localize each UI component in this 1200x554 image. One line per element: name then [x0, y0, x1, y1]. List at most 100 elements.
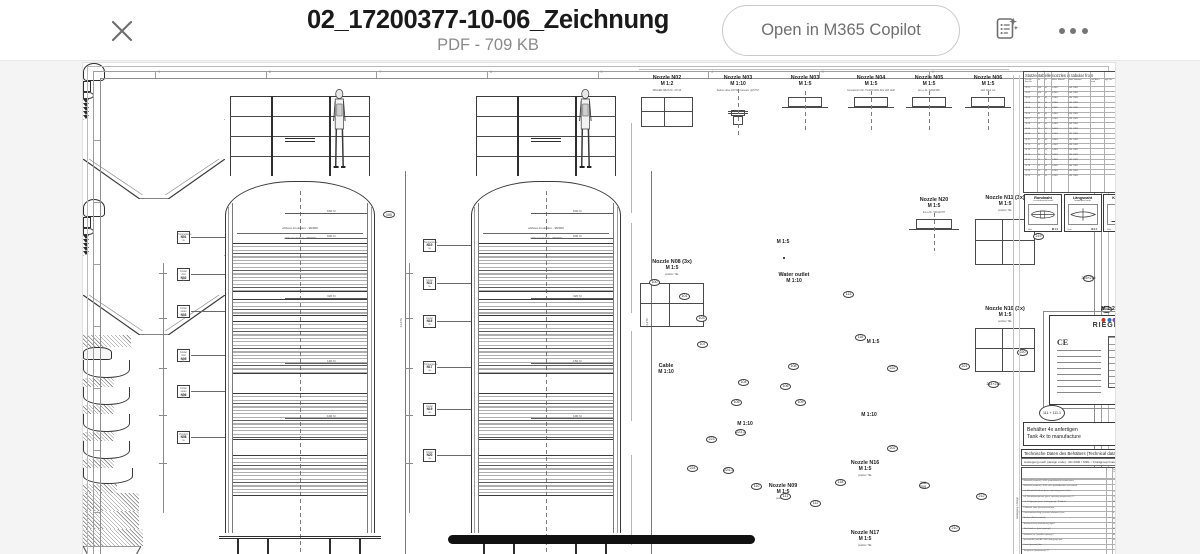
- line-v: [631, 455, 632, 545]
- line-h: [640, 302, 704, 304]
- more-options-button[interactable]: [1053, 12, 1093, 50]
- line-h: [479, 439, 613, 440]
- table-row-rule: [1022, 495, 1115, 497]
- line-h: [476, 136, 616, 137]
- open-in-m365-copilot-button[interactable]: Open in M365 Copilot: [722, 5, 960, 56]
- table-row-rule: [1024, 158, 1115, 160]
- line-h: [230, 156, 370, 157]
- nozzle-table-cell: 1.4301: [1051, 159, 1058, 162]
- nozzle-table-cell: 150: [1037, 86, 1042, 89]
- line-v: [664, 97, 666, 127]
- detail-note: RIEGER ABAS-Nr. 47714: [652, 88, 682, 92]
- detail-title: Nozzle N08 (3x): [652, 259, 692, 265]
- balloon-106: 106: [780, 383, 791, 390]
- line-v: [360, 538, 361, 554]
- table-col-rule: [1104, 72, 1105, 192]
- detail-scale: M 1:10: [861, 412, 877, 418]
- line-v: [367, 203, 368, 533]
- detail-title: Cable: [658, 363, 674, 369]
- horizontal-scrollbar[interactable]: [448, 535, 755, 544]
- nozzle-table-cell: N 07: [1025, 117, 1030, 120]
- table-row-rule: [1022, 527, 1115, 529]
- nozzle-table-cell: N 16: [1025, 154, 1030, 157]
- line-h: [405, 273, 413, 274]
- nozzle-table-cell: 1.4301: [1051, 102, 1058, 105]
- summarize-button[interactable]: [986, 12, 1026, 50]
- line-v: [359, 538, 360, 554]
- level-label-0: 630 hl: [327, 209, 336, 213]
- line-h: [405, 368, 413, 369]
- detail-scale: M 1:5: [998, 312, 1012, 319]
- line-h: [531, 298, 613, 299]
- box: [971, 97, 1005, 108]
- detail-scale: M 1:5: [981, 81, 995, 88]
- line-h: [437, 367, 471, 368]
- box: [912, 97, 946, 108]
- close-button[interactable]: [100, 14, 144, 48]
- detail-scale: M 1:5: [858, 536, 872, 543]
- line-h: [233, 315, 367, 316]
- line-h: [285, 213, 367, 214]
- balloon-218.1: 218.1: [1101, 306, 1112, 313]
- nozzle-table-cell: DIN 11851: [1068, 143, 1079, 146]
- line-h: [531, 138, 561, 139]
- line-h: [531, 363, 613, 364]
- line-h: [219, 536, 381, 537]
- nozzle-table-cell: 25: [1037, 159, 1040, 162]
- line-h: [233, 291, 367, 292]
- pdf-viewer-canvas[interactable]: 987654321 without insulation - Ø2900with…: [0, 61, 1200, 554]
- nozzle-table-column-header: Lage Pos.: [1104, 79, 1113, 81]
- line-v: [405, 171, 406, 554]
- nozzle-tag-N02: Cooler inletN02TEL: [177, 268, 190, 282]
- tech-row-label: Werkstoff (material) 1.4301 produktberüh…: [1023, 479, 1074, 482]
- line-v: [606, 538, 607, 554]
- tech-cell: Bier/Beer: [1113, 517, 1115, 520]
- ruler-tick: [708, 71, 710, 78]
- cooling-jacket-band: [479, 393, 613, 439]
- tech-row-label: zul. Betriebsüberdruck (perm. operating …: [1023, 490, 1072, 493]
- line-h: [479, 315, 613, 316]
- nozzle-table-cell: 20: [1037, 138, 1040, 141]
- ruler-label: 3: [821, 70, 824, 74]
- detail-shell-cut: [83, 467, 134, 485]
- nozzle-table-cell: DIN 11851: [1068, 154, 1079, 157]
- line-h: [847, 107, 895, 109]
- operator-figure: [579, 88, 592, 170]
- cooling-jacket-band: [233, 243, 367, 291]
- table-row-rule: [1024, 122, 1115, 124]
- table-row-rule: [1022, 484, 1115, 486]
- balloon-103: 103: [696, 315, 707, 322]
- table-row-rule: [1024, 91, 1115, 93]
- dash-v: [738, 89, 739, 135]
- tech-row-label: Prüfdruck, über (test pressure) bar: [1023, 506, 1055, 509]
- weld-figure: [1028, 204, 1058, 225]
- tech-cell: 63.000: [1113, 533, 1115, 536]
- detail-scale: M 1:5: [998, 201, 1012, 208]
- line-v: [272, 96, 273, 176]
- line-h: [405, 463, 413, 464]
- ruler-tick: [818, 71, 820, 78]
- ruler-label: 5: [600, 70, 603, 74]
- line-v: [483, 538, 484, 554]
- line-h: [905, 107, 953, 109]
- hatch-fill: [83, 377, 115, 387]
- balloon-116: 116: [855, 334, 866, 341]
- line-v: [631, 123, 632, 213]
- nozzle-table-cell: DIN 11851: [1068, 164, 1079, 167]
- line-h: [975, 347, 1035, 349]
- line-v: [267, 538, 268, 554]
- detail-title: Nozzle N09: [768, 483, 798, 489]
- line-v: [271, 96, 272, 176]
- nozzle-table-cell: 1.4301: [1051, 164, 1058, 167]
- detail-label: M 1:5: [867, 339, 880, 345]
- nameplate-data-table: [1108, 336, 1115, 388]
- line-v: [163, 263, 164, 513]
- nameplate-text-line: [1057, 356, 1101, 357]
- nozzle-table-cell: DIN 11851: [1068, 133, 1079, 136]
- tech-cell: 65.400: [1113, 528, 1115, 531]
